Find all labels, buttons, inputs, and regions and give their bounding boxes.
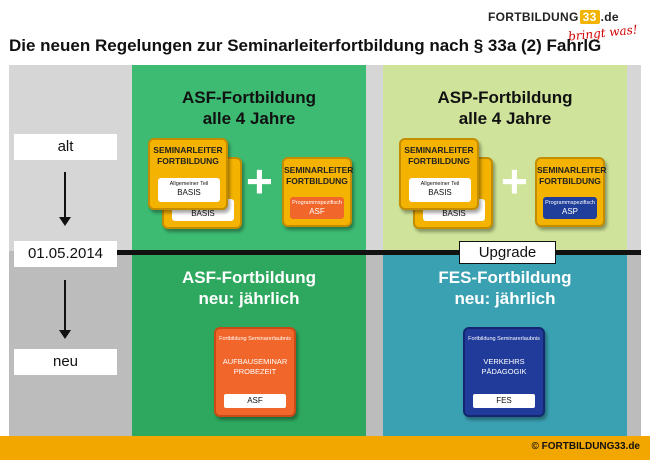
asp-card-small: Programmspezifisch bbox=[545, 200, 595, 206]
asf-card-title: SEMINARLEITER FORTBILDUNG bbox=[284, 165, 354, 186]
asp-old-heading: ASP-Fortbildung alle 4 Jahre bbox=[383, 87, 627, 129]
fes-seminar-main: VERKEHRS PÄDAGOGIK bbox=[465, 357, 543, 377]
asf-old-panel: ASF-Fortbildung alle 4 Jahre BASIS SEMIN… bbox=[132, 65, 366, 251]
asf-module-card: SEMINARLEITER FORTBILDUNG Programmspezif… bbox=[282, 157, 354, 227]
asf-new-heading: ASF-Fortbildung neu: jährlich bbox=[132, 267, 366, 309]
asf-seminar-main: AUFBAUSEMINAR PROBEZEIT bbox=[216, 357, 294, 377]
logo-number: 33 bbox=[579, 10, 600, 24]
asf-old-heading-line1: ASF-Fortbildung bbox=[181, 88, 317, 107]
basis-card-big: BASIS bbox=[177, 188, 201, 197]
asp-old-heading-line2: alle 4 Jahre bbox=[458, 109, 552, 128]
asf-old-heading-line2: alle 4 Jahre bbox=[202, 109, 296, 128]
footer-copyright: © FORTBILDUNG33.de bbox=[531, 441, 641, 452]
asp-old-panel: ASP-Fortbildung alle 4 Jahre BASIS SEMIN… bbox=[383, 65, 627, 251]
logo-pre: FORTBILDUNG bbox=[488, 10, 579, 24]
diagram-board: ASF-Fortbildung alle 4 Jahre BASIS SEMIN… bbox=[9, 65, 641, 436]
label-date: 01.05.2014 bbox=[14, 241, 117, 267]
asf-seminar-label: ASF bbox=[223, 394, 287, 408]
basis-card-asp-title: SEMINARLEITER FORTBILDUNG bbox=[404, 145, 474, 166]
asp-module-card: SEMINARLEITER FORTBILDUNG Programmspezif… bbox=[535, 157, 607, 227]
asf-seminar-main1: AUFBAUSEMINAR bbox=[222, 357, 288, 366]
fes-new-heading: FES-Fortbildung neu: jährlich bbox=[383, 267, 627, 309]
basis-card-label: Allgemeiner Teil BASIS bbox=[158, 178, 220, 202]
basis-card-asp-big: BASIS bbox=[428, 188, 452, 197]
label-alt: alt bbox=[14, 134, 117, 160]
asp-card-big: ASP bbox=[561, 207, 578, 216]
plus-sign-asf: + bbox=[246, 155, 273, 207]
basis-card-back-text: BASIS bbox=[191, 209, 215, 218]
logo-post: .de bbox=[600, 10, 619, 24]
asf-card-label: Programmspezifisch ASF bbox=[290, 197, 344, 219]
basis-card-asp-label: Allgemeiner Teil BASIS bbox=[409, 178, 471, 202]
basis-card-asp-small: Allgemeiner Teil bbox=[420, 181, 460, 187]
asf-new-panel: ASF-Fortbildung neu: jährlich Fortbildun… bbox=[132, 251, 366, 436]
fes-seminar-small: Fortbildung Seminarerlaubnis bbox=[468, 336, 540, 342]
down-arrow-icon bbox=[59, 172, 71, 226]
fes-seminar-main1: VERKEHRS bbox=[483, 357, 525, 366]
page-title: Die neuen Regelungen zur Seminarleiterfo… bbox=[9, 36, 602, 55]
asf-seminar-small: Fortbildung Seminarerlaubnis bbox=[219, 336, 291, 342]
timeline-divider bbox=[117, 250, 641, 255]
fes-new-heading-line2: neu: jährlich bbox=[454, 289, 556, 308]
basis-card-asp: SEMINARLEITER FORTBILDUNG Allgemeiner Te… bbox=[399, 138, 479, 210]
asf-card-big: ASF bbox=[309, 207, 325, 216]
basis-card-back-asp-text: BASIS bbox=[442, 209, 466, 218]
upgrade-label: Upgrade bbox=[459, 241, 556, 264]
basis-card: SEMINARLEITER FORTBILDUNG Allgemeiner Te… bbox=[148, 138, 228, 210]
asp-card-label: Programmspezifisch ASP bbox=[543, 197, 597, 219]
fes-new-heading-line1: FES-Fortbildung bbox=[438, 268, 572, 287]
asf-seminar-card: Fortbildung Seminarerlaubnis AUFBAUSEMIN… bbox=[214, 327, 296, 417]
footer-bar: © FORTBILDUNG33.de bbox=[0, 436, 650, 460]
asp-card-title: SEMINARLEITER FORTBILDUNG bbox=[537, 165, 607, 186]
fes-seminar-main2: PÄDAGOGIK bbox=[481, 367, 527, 376]
asf-seminar-main2: PROBEZEIT bbox=[233, 367, 277, 376]
fes-seminar-label: FES bbox=[472, 394, 536, 408]
plus-sign-asp: + bbox=[501, 155, 528, 207]
asf-new-heading-line2: neu: jährlich bbox=[198, 289, 300, 308]
basis-card-small: Allgemeiner Teil bbox=[169, 181, 209, 187]
basis-card-title: SEMINARLEITER FORTBILDUNG bbox=[153, 145, 223, 166]
fes-new-panel: FES-Fortbildung neu: jährlich Fortbildun… bbox=[383, 251, 627, 436]
asf-card-small: Programmspezifisch bbox=[292, 200, 342, 206]
asf-new-heading-line1: ASF-Fortbildung bbox=[181, 268, 317, 287]
label-neu: neu bbox=[14, 349, 117, 375]
down-arrow-icon bbox=[59, 280, 71, 339]
asp-old-heading-line1: ASP-Fortbildung bbox=[437, 88, 573, 107]
fes-seminar-card: Fortbildung Seminarerlaubnis VERKEHRS PÄ… bbox=[463, 327, 545, 417]
asf-old-heading: ASF-Fortbildung alle 4 Jahre bbox=[132, 87, 366, 129]
